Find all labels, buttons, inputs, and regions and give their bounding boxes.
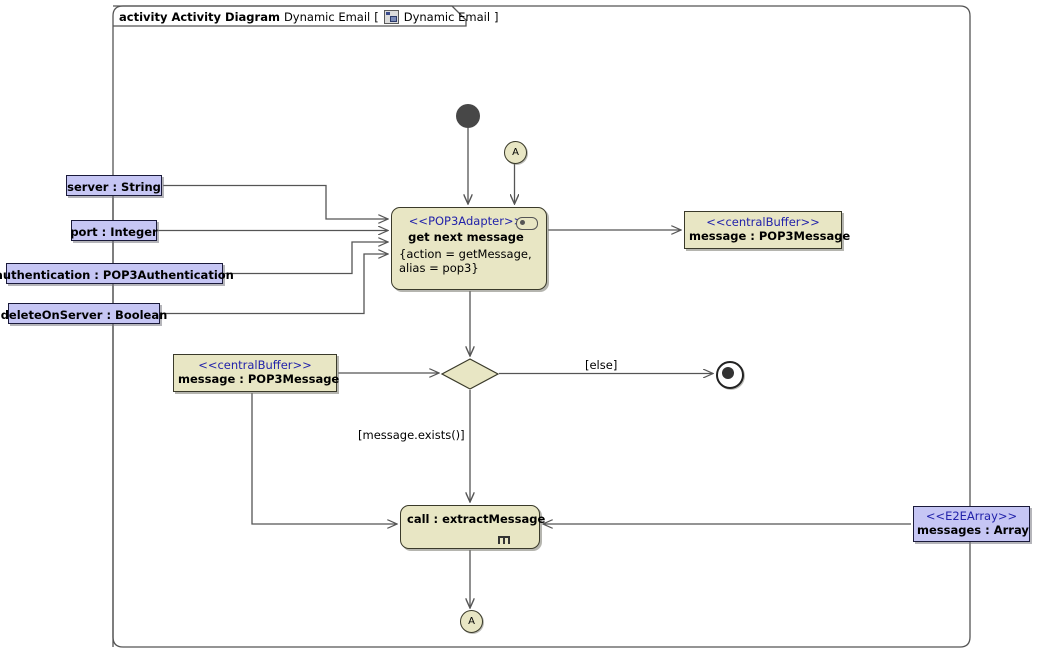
frame-name: Dynamic Email	[283, 9, 371, 24]
buffer-left-name: message : POP3Message	[178, 372, 340, 386]
frame-bracket-open: [	[374, 9, 379, 24]
activity-diagram-icon	[383, 9, 399, 24]
action-name: get next message	[408, 230, 524, 244]
rake-icon	[498, 533, 511, 544]
parameter-authentication[interactable]: authentication : POP3Authentication	[0, 263, 234, 284]
parameter-port[interactable]: port : Integer	[70, 220, 158, 241]
array-stereotype: <<E2EArray>>	[925, 509, 1018, 523]
action-constraint: {action = getMessage, alias = pop3}	[399, 247, 532, 275]
action-stereotype: <<POP3Adapter>>	[408, 214, 524, 228]
connector-top-label: A	[512, 147, 519, 158]
central-buffer-right[interactable]: <<centralBuffer>> message : POP3Message	[684, 211, 851, 249]
frame-bracket-label: Dynamic Email	[403, 9, 491, 24]
datatype-messages-array[interactable]: <<E2EArray>> messages : Array	[913, 506, 1030, 542]
pin-icon	[516, 217, 538, 230]
action-get-next-message[interactable]: <<POP3Adapter>> get next message {action…	[391, 207, 547, 290]
parameter-port-label: port : Integer	[70, 224, 158, 239]
array-name: messages : Array	[917, 523, 1029, 537]
decision-node	[440, 358, 500, 390]
buffer-left-stereotype: <<centralBuffer>>	[198, 358, 312, 372]
parameter-authentication-label: authentication : POP3Authentication	[0, 267, 234, 282]
diagram-frame-title: activity Activity Diagram Dynamic Email …	[113, 5, 507, 26]
edge-label-else: [else]	[585, 358, 618, 372]
frame-keyword: activity Activity Diagram	[119, 9, 280, 24]
parameter-delete-on-server[interactable]: deleteOnServer : Boolean	[1, 303, 167, 324]
connector-node-a-top[interactable]: A	[504, 141, 527, 164]
diagram-frame	[112, 5, 971, 648]
connector-bottom-label: A	[468, 616, 475, 627]
activity-final-node[interactable]	[716, 361, 744, 389]
call-action-name: call : extractMessage	[407, 512, 546, 526]
buffer-right-stereotype: <<centralBuffer>>	[706, 215, 820, 229]
parameter-server-label: server : String	[67, 179, 161, 194]
parameter-server[interactable]: server : String	[66, 175, 162, 196]
action-call-extract-message[interactable]: call : extractMessage	[400, 505, 546, 549]
connector-node-a-bottom[interactable]: A	[460, 610, 483, 633]
frame-bracket-close: ]	[494, 9, 499, 24]
parameter-delete-on-server-label: deleteOnServer : Boolean	[0, 307, 168, 322]
central-buffer-left[interactable]: <<centralBuffer>> message : POP3Message	[173, 354, 340, 392]
initial-node[interactable]	[456, 104, 480, 128]
buffer-right-name: message : POP3Message	[689, 229, 851, 243]
edge-label-message-exists: [message.exists()]	[358, 428, 465, 442]
